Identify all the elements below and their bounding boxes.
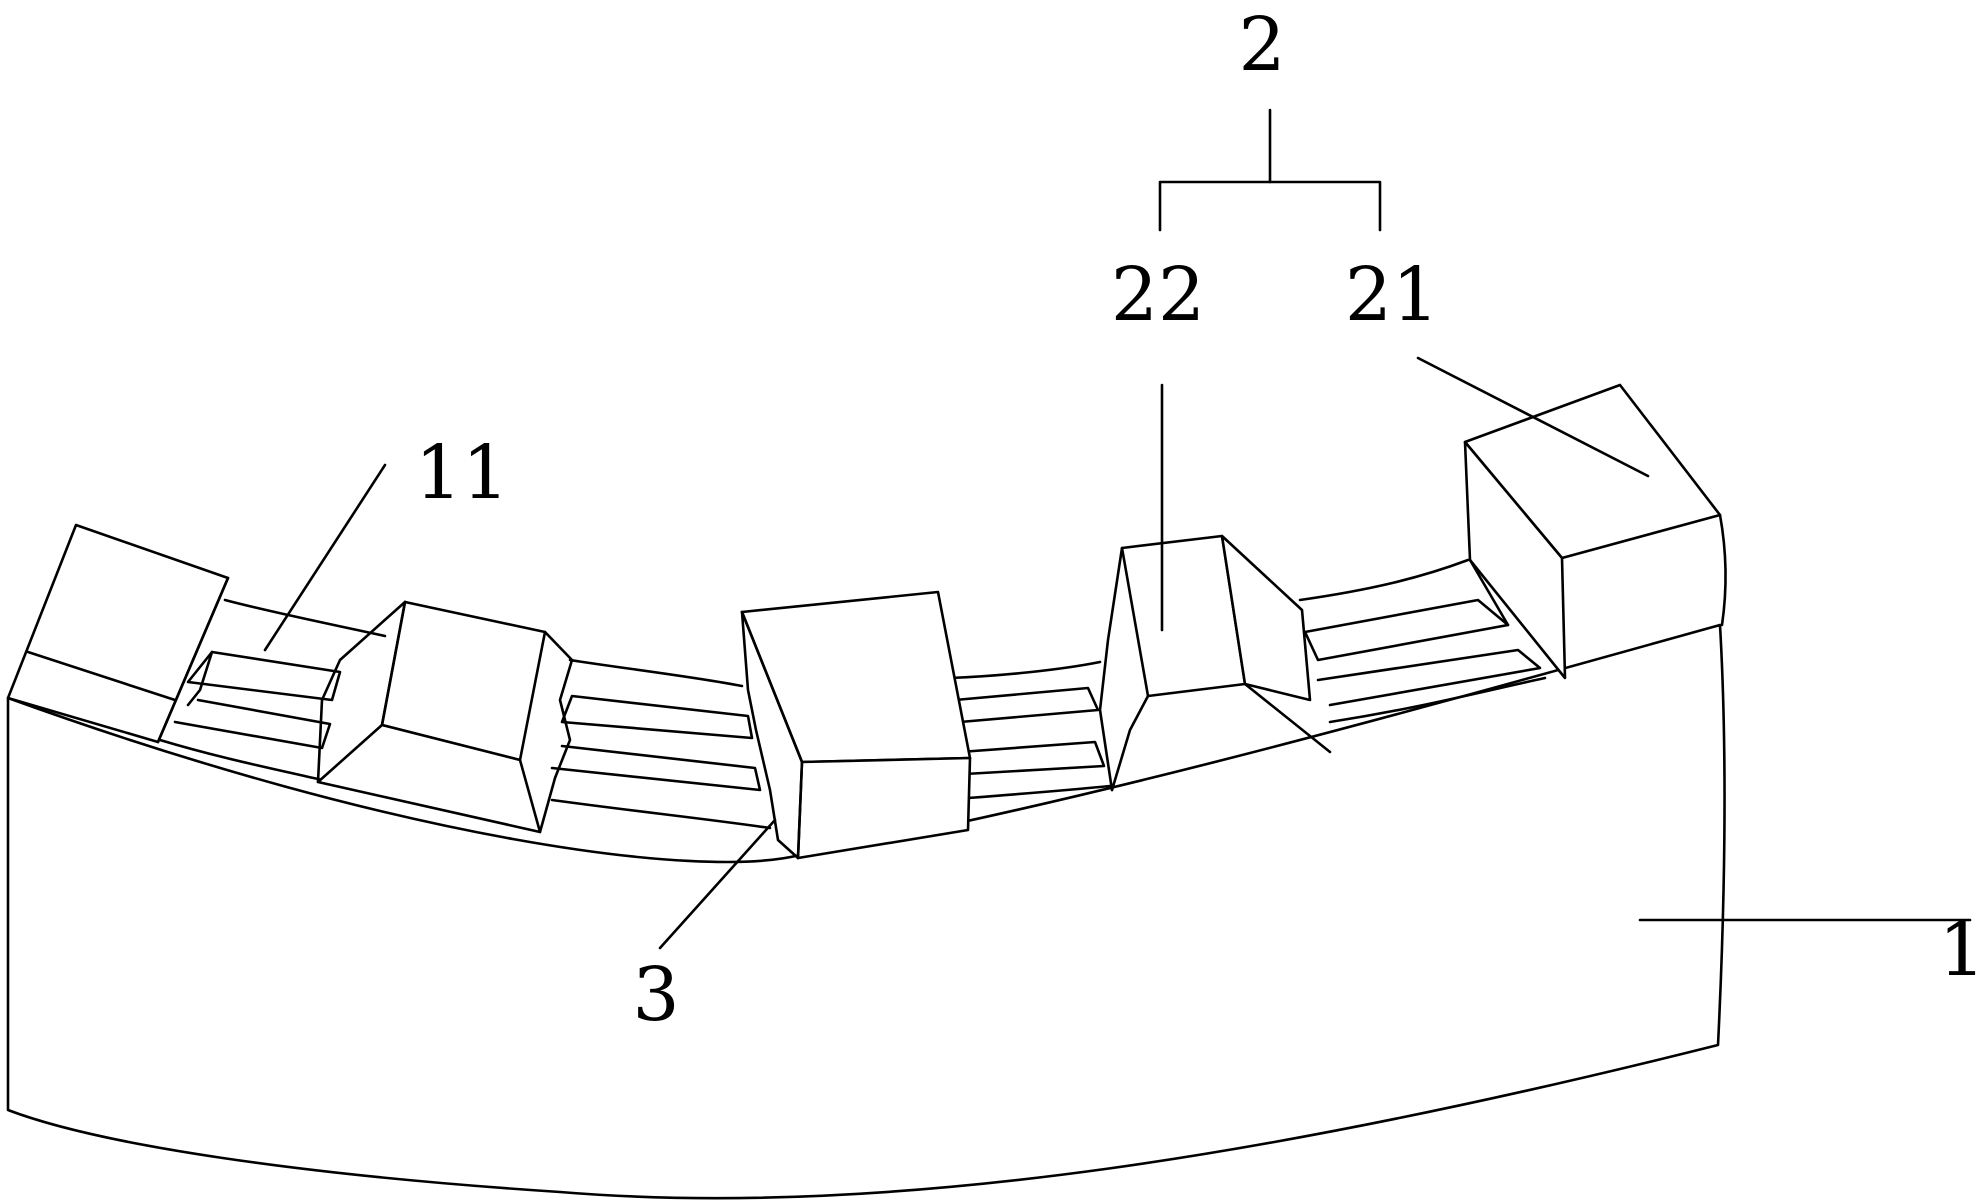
slot-3 [948,660,1112,800]
slot-1 [158,598,387,782]
label-2: 2 [1238,2,1285,88]
label-11: 11 [415,430,509,516]
leaders [263,356,1972,950]
label-3: 3 [632,952,679,1038]
block-3 [740,590,972,860]
block-1 [6,523,230,744]
block-4 [1098,534,1332,792]
bracket-2 [1158,108,1382,232]
reference-labels: 2 21 22 11 3 1 [415,2,1986,1038]
label-22: 22 [1111,252,1205,338]
label-21: 21 [1345,252,1439,338]
base-body [6,623,1726,1200]
label-1: 1 [1938,907,1985,993]
block-2 [316,600,574,834]
block-5 [1463,383,1727,680]
slot-2 [550,658,772,830]
